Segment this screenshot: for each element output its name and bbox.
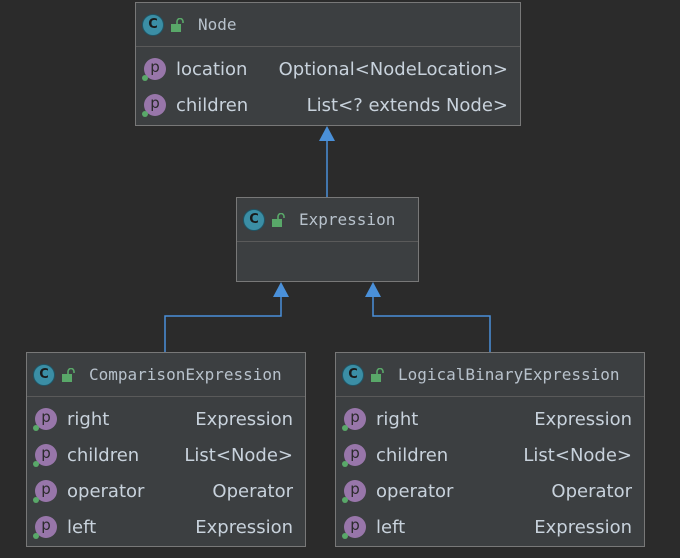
field-row[interactable]: p right Expression [336, 401, 644, 437]
class-icon: C [33, 363, 55, 386]
field-list: p right Expression p children List<Node>… [27, 397, 305, 545]
field-row[interactable]: p location Optional<NodeLocation> [136, 51, 520, 87]
field-name: children [176, 94, 249, 116]
class-box-node[interactable]: C Node p location Optional<NodeLocation>… [135, 2, 521, 126]
field-type: Optional<NodeLocation> [278, 58, 508, 80]
class-name: LogicalBinaryExpression [398, 365, 620, 384]
class-name: Node [198, 15, 237, 34]
field-type: List<? extends Node> [306, 94, 508, 116]
unlocked-icon [272, 212, 285, 227]
field-type: Expression [534, 516, 632, 538]
field-row[interactable]: p left Expression [336, 509, 644, 545]
arrow-comparison-to-expression [164, 282, 289, 352]
property-icon: p [33, 480, 57, 503]
property-icon: p [142, 94, 166, 117]
field-type: Operator [212, 480, 293, 502]
field-name: left [376, 516, 406, 538]
class-box-expression[interactable]: C Expression [236, 197, 419, 282]
property-icon: p [342, 408, 366, 431]
unlocked-icon [62, 367, 75, 382]
field-name: location [176, 58, 248, 80]
class-icon: C [243, 208, 265, 231]
unlocked-icon [171, 17, 184, 32]
field-name: children [376, 444, 449, 466]
field-row[interactable]: p left Expression [27, 509, 305, 545]
field-name: right [67, 408, 110, 430]
class-header: C Node [136, 3, 520, 47]
property-icon: p [142, 58, 166, 81]
field-row[interactable]: p right Expression [27, 401, 305, 437]
property-icon: p [342, 444, 366, 467]
field-type: Operator [551, 480, 632, 502]
field-row[interactable]: p operator Operator [336, 473, 644, 509]
field-row[interactable]: p children List<Node> [336, 437, 644, 473]
property-icon: p [342, 480, 366, 503]
arrow-expression-to-node [319, 126, 335, 197]
field-row[interactable]: p operator Operator [27, 473, 305, 509]
class-box-comparison-expression[interactable]: C ComparisonExpression p right Expressio… [26, 352, 306, 547]
field-row[interactable]: p children List<? extends Node> [136, 87, 520, 123]
field-name: left [67, 516, 97, 538]
arrow-logical-to-expression [365, 282, 491, 352]
class-icon: C [142, 13, 164, 36]
class-box-logical-binary-expression[interactable]: C LogicalBinaryExpression p right Expres… [335, 352, 645, 547]
field-name: operator [376, 480, 454, 502]
class-header: C ComparisonExpression [27, 353, 305, 397]
class-icon: C [342, 363, 364, 386]
field-name: operator [67, 480, 145, 502]
class-name: ComparisonExpression [89, 365, 282, 384]
property-icon: p [33, 408, 57, 431]
field-list: p right Expression p children List<Node>… [336, 397, 644, 545]
field-row[interactable]: p children List<Node> [27, 437, 305, 473]
field-type: Expression [534, 408, 632, 430]
class-header: C LogicalBinaryExpression [336, 353, 644, 397]
field-list-empty [237, 242, 418, 246]
field-name: right [376, 408, 419, 430]
field-name: children [67, 444, 140, 466]
property-icon: p [342, 516, 366, 539]
field-type: Expression [195, 408, 293, 430]
field-type: List<Node> [523, 444, 632, 466]
property-icon: p [33, 444, 57, 467]
field-type: Expression [195, 516, 293, 538]
field-type: List<Node> [184, 444, 293, 466]
class-header: C Expression [237, 198, 418, 242]
unlocked-icon [371, 367, 384, 382]
class-name: Expression [299, 210, 396, 229]
property-icon: p [33, 516, 57, 539]
field-list: p location Optional<NodeLocation> p chil… [136, 47, 520, 123]
